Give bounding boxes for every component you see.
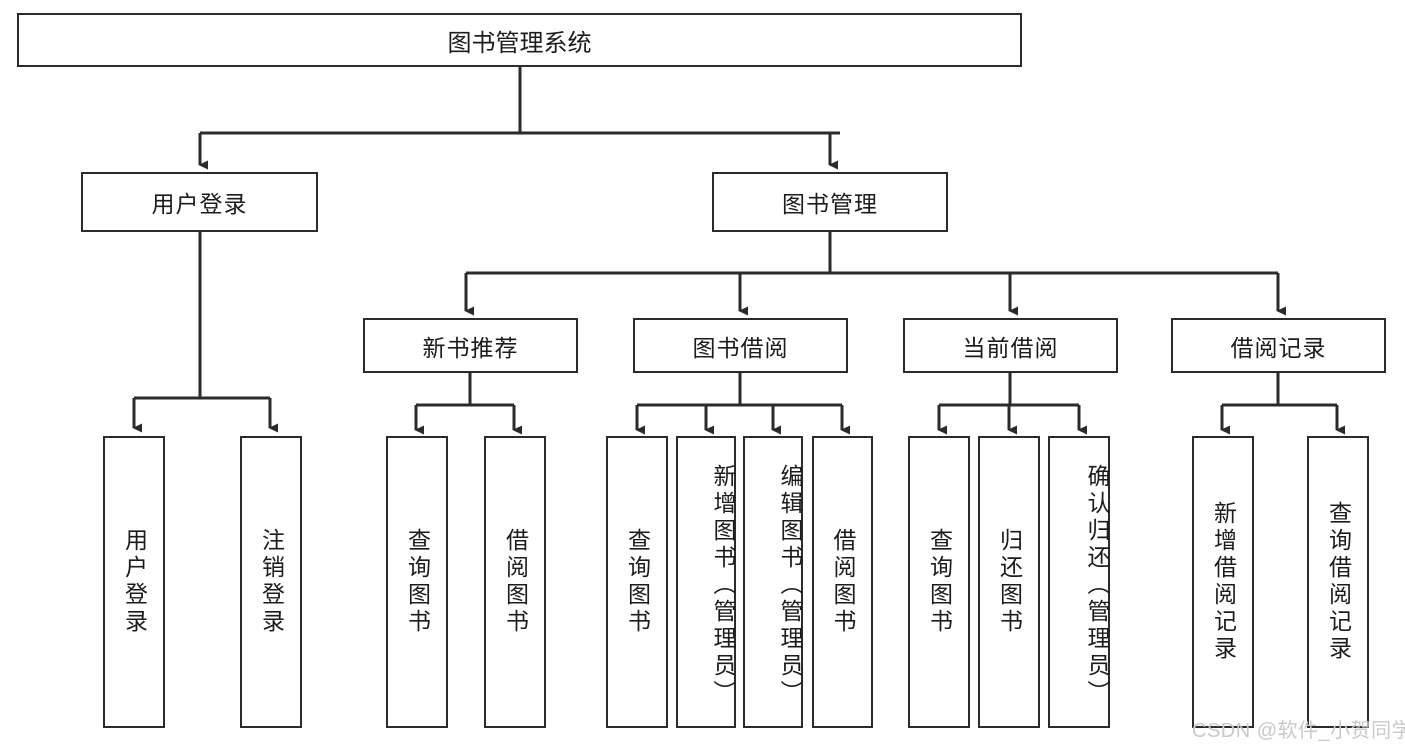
node-borrow-record-label: 借阅记录 [1230,334,1327,361]
csdn-watermark: CSDN @软件_小贺同学 [1192,720,1405,742]
leaf-logout-login-inner: 注销登录 [242,438,300,726]
leaf-edit-book-admin[interactable]: 编辑图书（管理员） [743,436,803,728]
leaf-return-book[interactable]: 归还图书 [978,436,1040,728]
leaf-query-book-borrow-inner: 查询图书 [608,438,666,726]
leaf-edit-book-admin-label: 编辑图书（管理员） [777,463,803,707]
leaf-user-login[interactable]: 用户登录 [103,436,165,728]
node-current-borrow-label: 当前借阅 [962,334,1059,361]
leaf-return-book-label: 归还图书 [996,528,1023,636]
leaf-confirm-return-admin[interactable]: 确认归还（管理员） [1048,436,1110,728]
node-borrow-record[interactable]: 借阅记录 [1171,318,1386,373]
node-new-book-recommend-label: 新书推荐 [422,334,519,361]
leaf-borrow-book[interactable]: 借阅图书 [812,436,873,728]
leaf-logout-login-label: 注销登录 [258,528,285,636]
leaf-query-book-current[interactable]: 查询图书 [908,436,970,728]
leaf-add-book-admin-inner: 新增图书（管理员） [678,438,736,726]
leaf-confirm-return-admin-label: 确认归还（管理员） [1084,463,1110,707]
leaf-query-book-borrow[interactable]: 查询图书 [606,436,668,728]
leaf-add-borrow-record-inner: 新增借阅记录 [1194,438,1252,726]
leaf-edit-book-admin-inner: 编辑图书（管理员） [745,438,803,726]
leaf-confirm-return-admin-inner: 确认归还（管理员） [1050,438,1110,726]
leaf-borrow-book-recommend[interactable]: 借阅图书 [484,436,546,728]
leaf-query-book-borrow-label: 查询图书 [624,528,651,636]
leaf-query-borrow-record-inner: 查询借阅记录 [1309,438,1367,726]
node-book-borrow[interactable]: 图书借阅 [633,318,848,373]
node-user-login[interactable]: 用户登录 [81,172,318,232]
leaf-query-borrow-record[interactable]: 查询借阅记录 [1307,436,1369,728]
leaf-add-borrow-record[interactable]: 新增借阅记录 [1192,436,1254,728]
leaf-query-book-recommend-inner: 查询图书 [388,438,446,726]
leaf-return-book-inner: 归还图书 [980,438,1038,726]
leaf-query-book-current-label: 查询图书 [926,528,953,636]
leaf-logout-login[interactable]: 注销登录 [240,436,302,728]
leaf-query-book-current-inner: 查询图书 [910,438,968,726]
leaf-borrow-book-recommend-label: 借阅图书 [502,528,529,636]
leaf-user-login-label: 用户登录 [121,528,148,636]
leaf-borrow-book-label: 借阅图书 [830,528,856,636]
node-book-management-label: 图书管理 [782,191,878,217]
leaf-borrow-book-recommend-inner: 借阅图书 [486,438,544,726]
leaf-query-book-recommend-label: 查询图书 [404,528,431,636]
node-book-borrow-label: 图书借阅 [692,334,789,361]
leaf-user-login-inner: 用户登录 [105,438,163,726]
node-current-borrow[interactable]: 当前借阅 [903,318,1118,373]
leaf-add-borrow-record-label: 新增借阅记录 [1210,501,1237,663]
node-user-login-label: 用户登录 [151,191,248,217]
node-root-library-system[interactable]: 图书管理系统 [17,13,1022,67]
leaf-add-book-admin[interactable]: 新增图书（管理员） [676,436,736,728]
node-new-book-recommend[interactable]: 新书推荐 [363,318,578,373]
node-book-management[interactable]: 图书管理 [712,172,948,232]
leaf-add-book-admin-label: 新增图书（管理员） [710,463,736,707]
node-root-label: 图书管理系统 [447,29,592,57]
leaf-borrow-book-inner: 借阅图书 [814,438,871,726]
leaf-query-borrow-record-label: 查询借阅记录 [1325,501,1352,663]
leaf-query-book-recommend[interactable]: 查询图书 [386,436,448,728]
